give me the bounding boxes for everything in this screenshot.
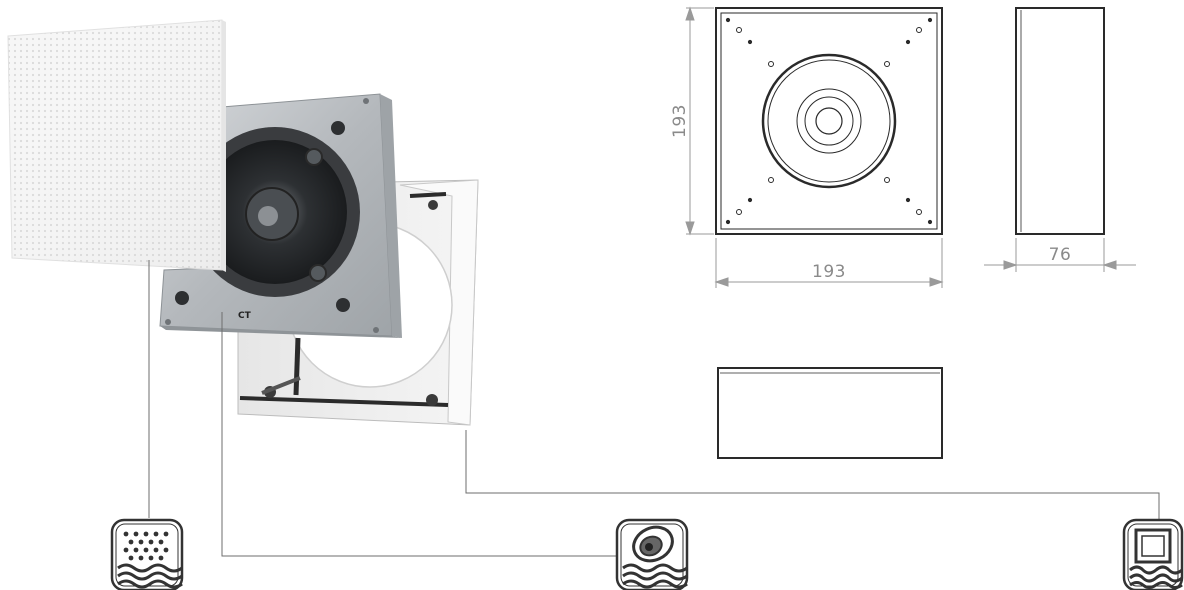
dimension-label-width: 193	[812, 262, 846, 282]
dimension-label-depth: 76	[1049, 245, 1072, 265]
front-view-drawing	[715, 7, 943, 235]
speaker-driver-icon	[615, 518, 689, 590]
leader-line-driver	[221, 312, 616, 557]
back-box-icon	[1122, 518, 1184, 590]
dimension-lines	[685, 6, 1136, 288]
top-view-drawing	[717, 367, 943, 459]
dimension-label-height: 193	[670, 104, 690, 138]
perforated-grille	[7, 19, 226, 272]
side-view-drawing	[1015, 7, 1105, 235]
leader-lines	[148, 260, 1160, 557]
svg-text:CT: CT	[238, 311, 252, 321]
leader-line-box	[465, 430, 1160, 520]
speaker-baffle: CT	[159, 93, 402, 338]
grille-icon	[110, 518, 184, 590]
